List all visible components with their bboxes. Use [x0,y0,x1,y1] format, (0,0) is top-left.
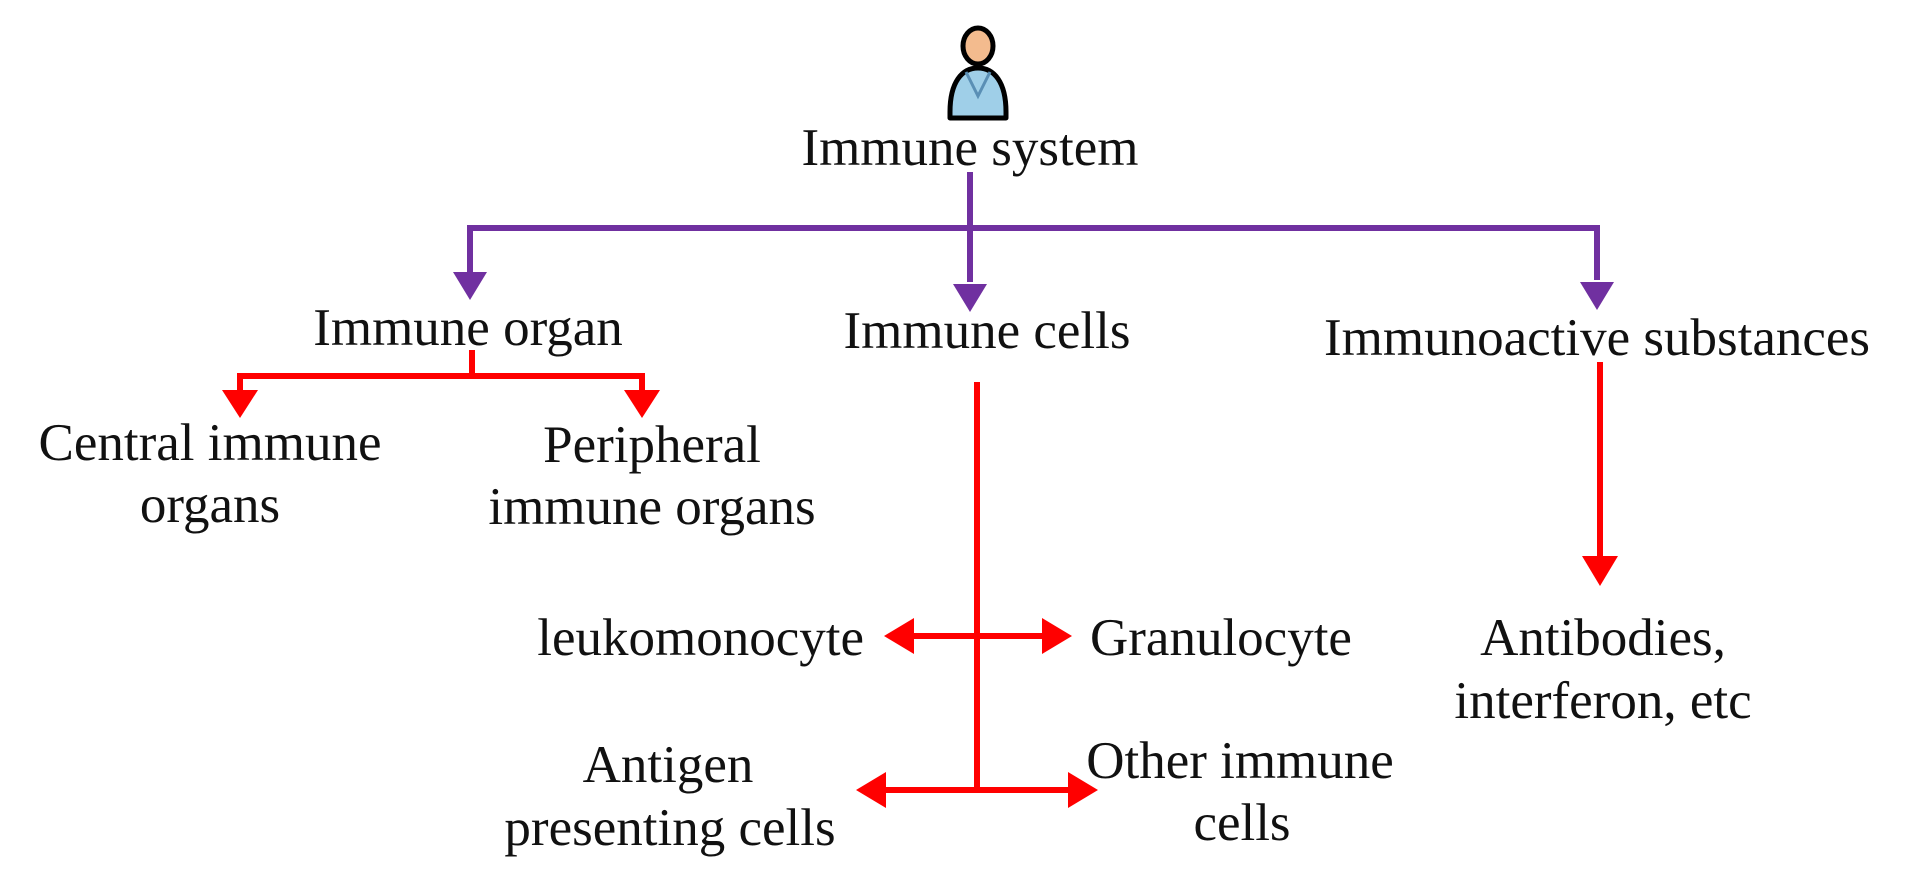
leukomonocyte-label: leukomonocyte [537,609,864,667]
organ-connectors [222,350,660,418]
arrow-to-immune-organ [453,272,487,300]
other-immune-line1: Other immune [1086,732,1394,790]
antigen-presenting-line2: presenting cells [504,799,835,857]
arrow-to-antibodies [1582,556,1618,586]
arrow-to-antigen-presenting [856,772,886,808]
arrow-to-immunoactive-substances [1580,282,1614,310]
immune-organ-label: Immune organ [313,299,623,357]
arrow-to-peripheral-organs [624,390,660,418]
peripheral-organs-line2: immune organs [488,478,815,536]
antigen-presenting-line1: Antigen [583,736,754,794]
peripheral-organs-line1: Peripheral [543,416,761,474]
central-organs-line2: organs [140,476,280,534]
level1-connectors [453,172,1614,312]
arrow-to-other-immune [1068,772,1098,808]
arrow-to-central-organs [222,390,258,418]
arrow-to-immune-cells [953,284,987,312]
substances-connector [1582,362,1618,586]
root-label: Immune system [801,119,1138,177]
antibodies-line2: interferon, etc [1454,672,1751,730]
arrow-to-leukomonocyte [884,618,914,654]
immunoactive-substances-label: Immunoactive substances [1324,309,1870,367]
central-organs-line1: Central immune [39,414,382,472]
cells-connectors [856,382,1098,808]
immune-cells-label: Immune cells [844,302,1131,360]
arrow-to-granulocyte [1042,618,1072,654]
person-icon [947,25,1009,121]
antibodies-line1: Antibodies, [1480,609,1726,667]
granulocyte-label: Granulocyte [1090,609,1352,667]
other-immune-line2: cells [1193,794,1290,852]
